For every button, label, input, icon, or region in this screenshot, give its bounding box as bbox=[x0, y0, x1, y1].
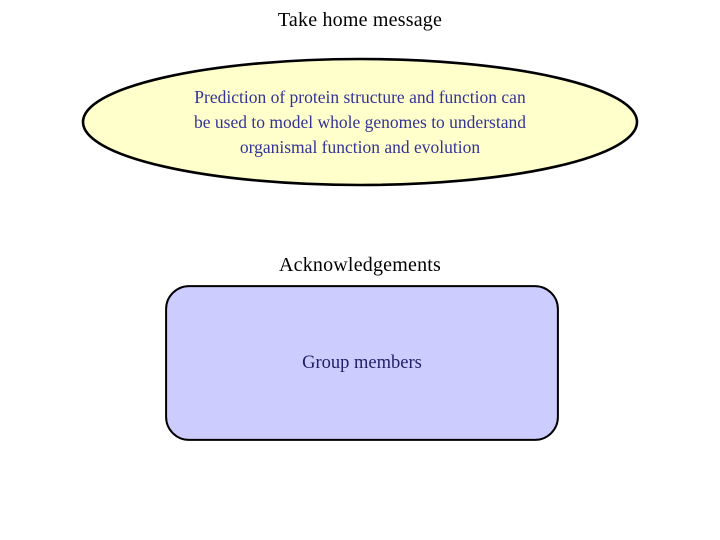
group-members-label: Group members bbox=[302, 353, 422, 373]
message-line-3: organismal function and evolution bbox=[239, 136, 481, 157]
take-home-message-text-block: Prediction of protein structure and func… bbox=[81, 57, 639, 187]
page-title: Take home message bbox=[277, 9, 443, 31]
acknowledgements-box: Group members bbox=[165, 285, 559, 441]
ellipse-shape bbox=[81, 57, 639, 187]
message-line-1: Prediction of protein structure and func… bbox=[194, 86, 526, 107]
take-home-message-callout: Prediction of protein structure and func… bbox=[81, 57, 639, 187]
acknowledgements-box-text-block: Group members bbox=[165, 285, 559, 441]
rounded-rectangle-shape bbox=[165, 285, 559, 441]
acknowledgements-heading: Acknowledgements bbox=[278, 254, 442, 276]
message-line-2: be used to model whole genomes to unders… bbox=[194, 111, 526, 132]
